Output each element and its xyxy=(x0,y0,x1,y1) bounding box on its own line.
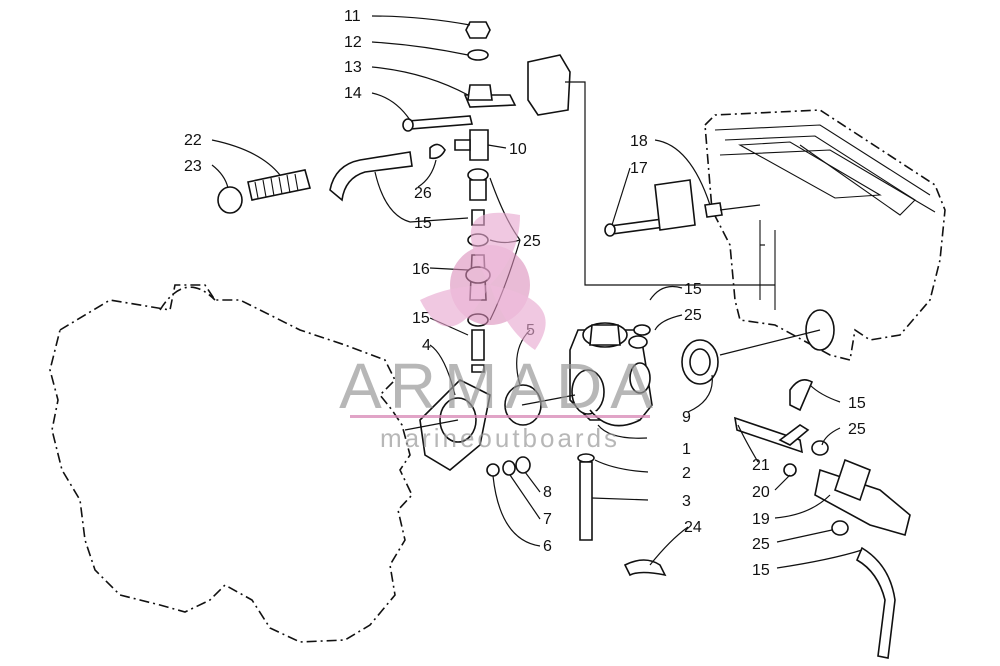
callout-1: 1 xyxy=(682,441,691,458)
callout-16: 16 xyxy=(412,261,430,278)
callout-15-mid-left: 15 xyxy=(412,310,430,327)
callout-12: 12 xyxy=(344,34,362,51)
callout-17: 17 xyxy=(630,160,648,177)
callout-2: 2 xyxy=(682,465,691,482)
watermark-underline xyxy=(350,415,650,418)
carburetor xyxy=(569,322,653,427)
fuel-tap-assembly xyxy=(402,21,571,161)
callout-24: 24 xyxy=(684,519,702,536)
callout-4: 4 xyxy=(422,337,431,354)
callout-23: 23 xyxy=(184,158,202,175)
air-boot xyxy=(681,339,719,385)
callout-19: 19 xyxy=(752,511,770,528)
callout-25-filter: 25 xyxy=(523,233,541,250)
callout-21: 21 xyxy=(752,457,770,474)
callout-18: 18 xyxy=(630,133,648,150)
callout-11: 11 xyxy=(344,8,361,25)
bolt-bracket xyxy=(604,179,723,237)
engine-outline xyxy=(49,284,413,643)
fuel-pump xyxy=(733,379,911,659)
alignment-lines xyxy=(404,81,821,431)
callout-14: 14 xyxy=(344,85,362,102)
callout-7: 7 xyxy=(543,511,552,528)
callout-15-carb: 15 xyxy=(684,281,702,298)
callout-26: 26 xyxy=(414,185,432,202)
hose-spring-assembly xyxy=(217,151,413,214)
callout-25-pump-bottom: 25 xyxy=(752,536,770,553)
callout-6: 6 xyxy=(543,538,552,555)
callout-10: 10 xyxy=(509,141,527,158)
propeller-logo xyxy=(420,212,546,350)
callout-22: 22 xyxy=(184,132,202,149)
watermark-brand: ARMADA xyxy=(339,350,661,422)
watermark-tagline: marineoutboards xyxy=(380,423,620,453)
callout-labels: 11 12 13 14 10 22 23 26 15 25 16 15 4 5 … xyxy=(184,8,866,579)
callout-25-carb: 25 xyxy=(684,307,702,324)
air-silencer xyxy=(704,109,946,361)
callout-15-upper-left: 15 xyxy=(414,215,432,232)
watermark: ARMADA marineoutboards xyxy=(339,212,661,453)
drain-tube xyxy=(577,453,667,577)
callout-13: 13 xyxy=(344,59,362,76)
callout-15-pump-bottom: 15 xyxy=(752,562,770,579)
callout-20: 20 xyxy=(752,484,770,501)
callout-25-pump-top: 25 xyxy=(848,421,866,438)
callout-3: 3 xyxy=(682,493,691,510)
callout-8: 8 xyxy=(543,484,552,501)
callout-15-pump-top: 15 xyxy=(848,395,866,412)
callout-9: 9 xyxy=(682,409,691,426)
